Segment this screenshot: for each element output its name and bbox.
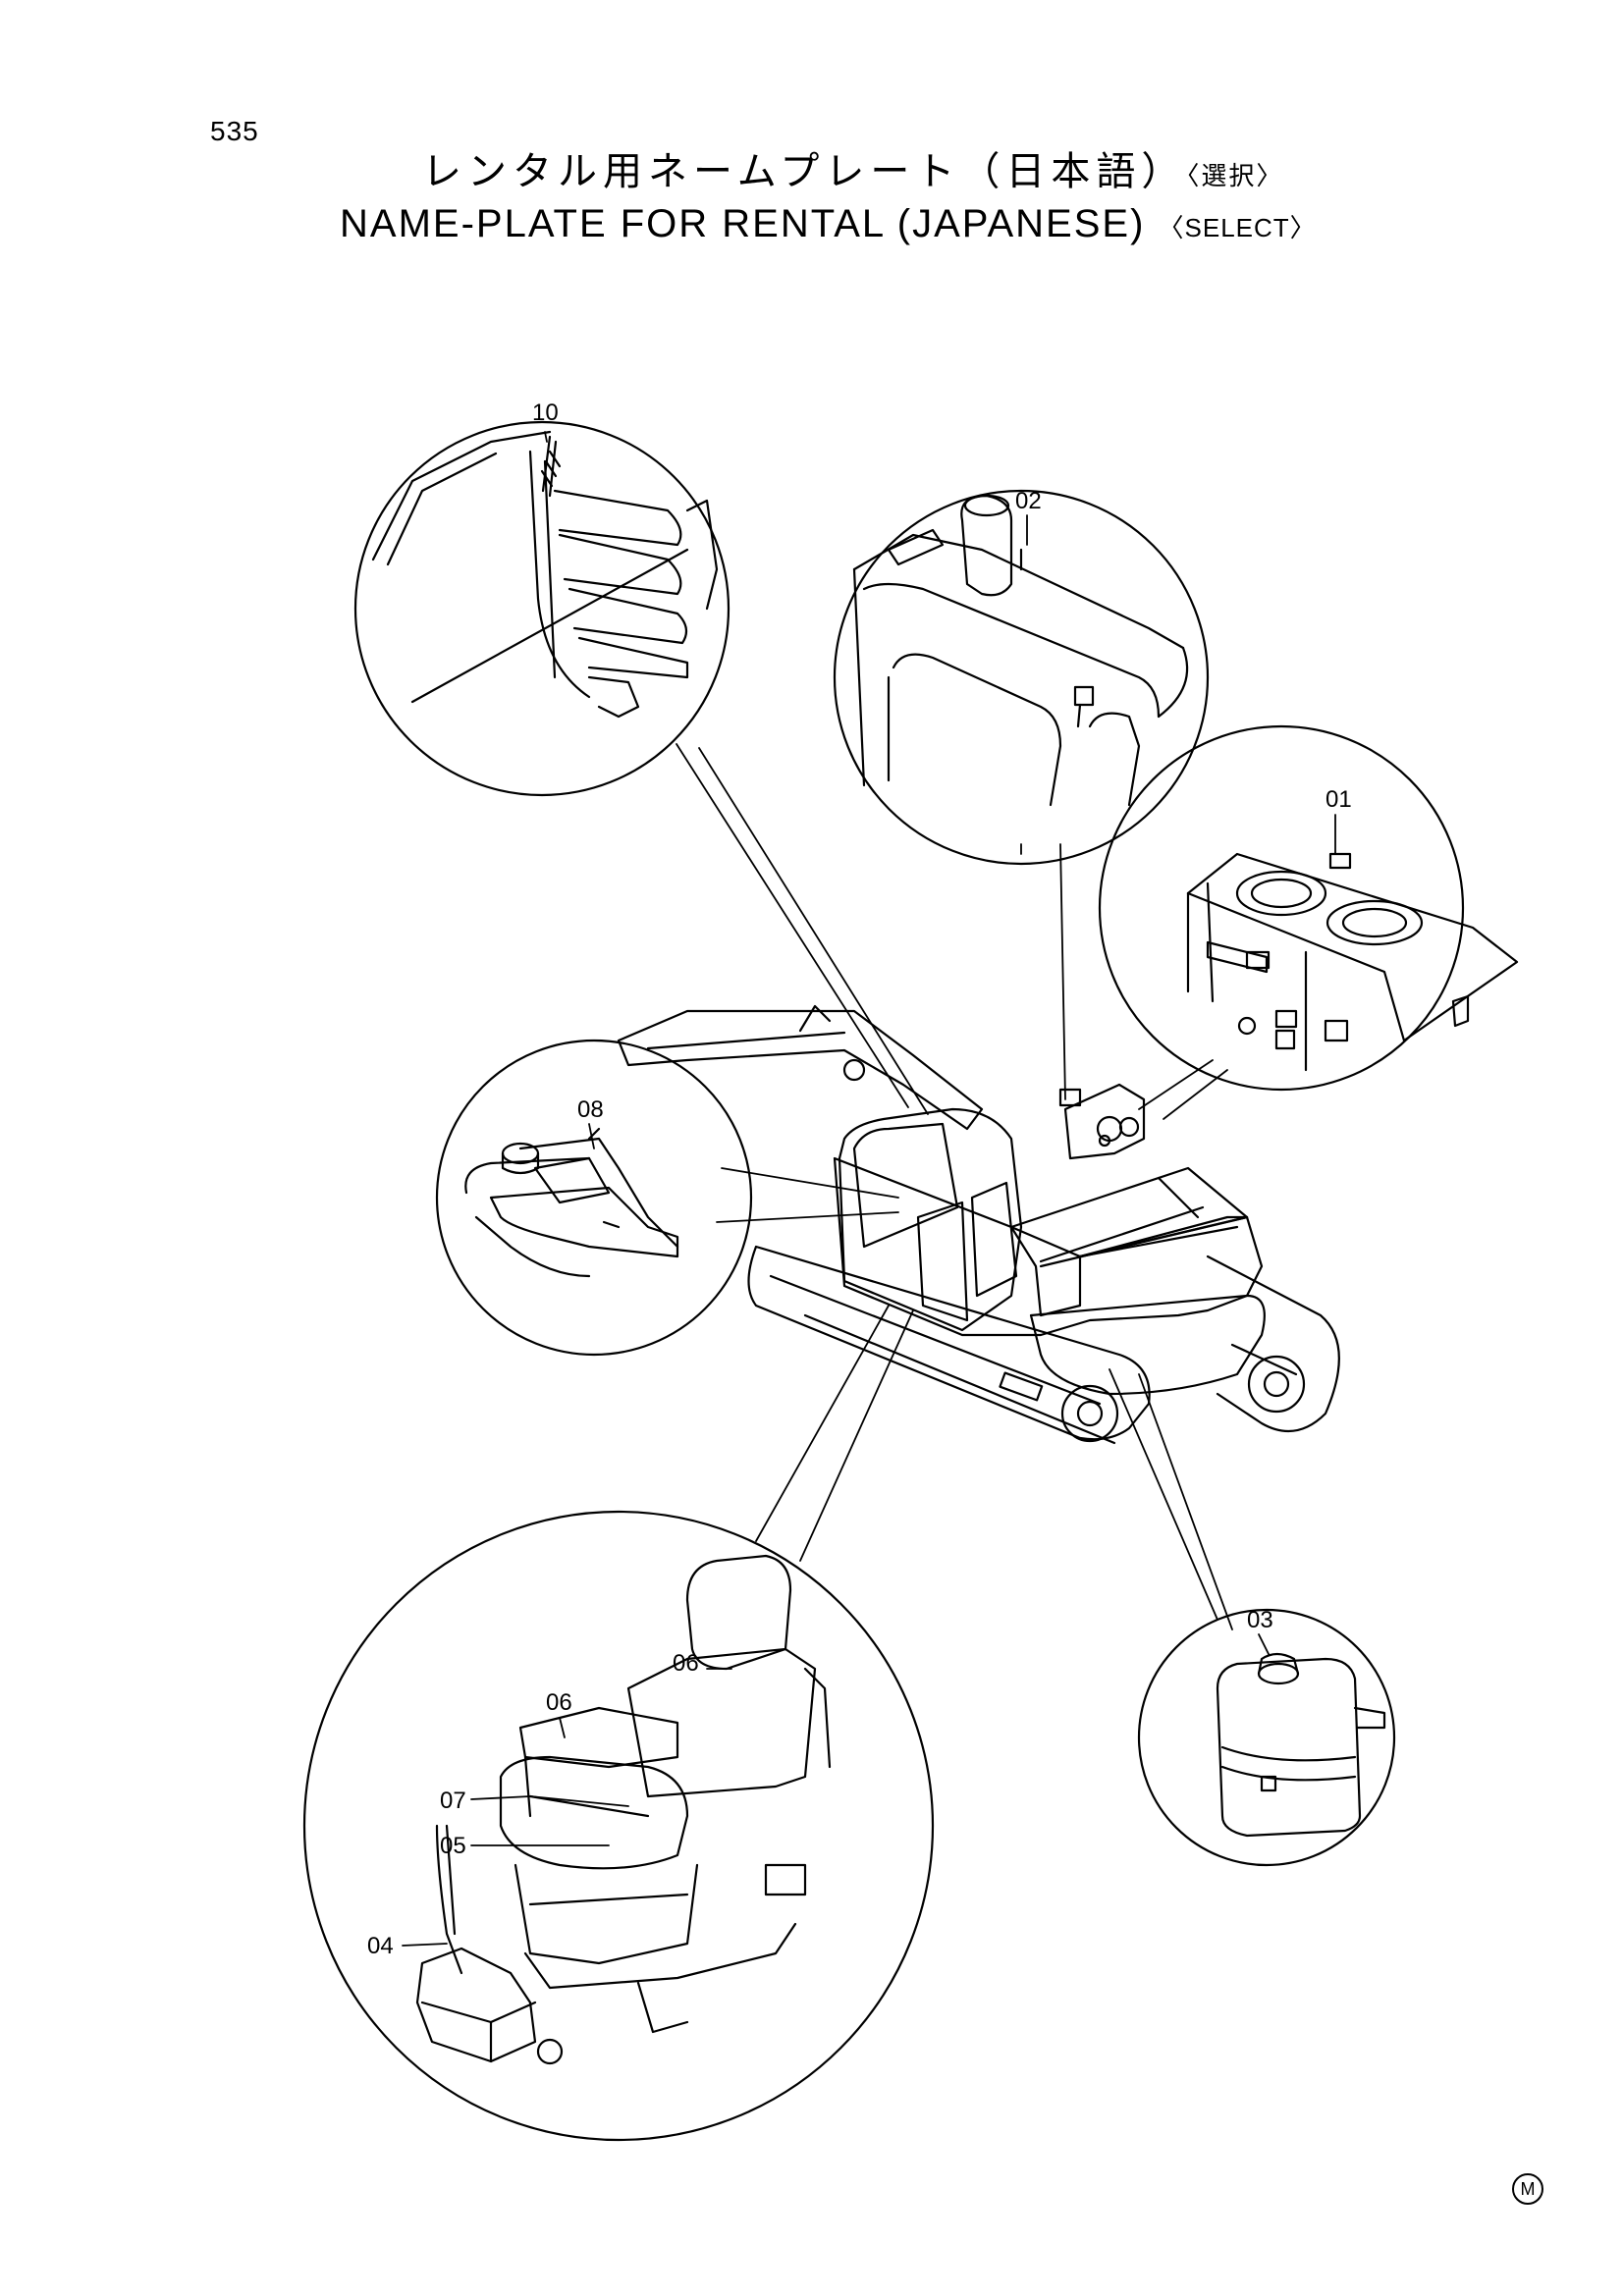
callout-04: 04	[367, 1933, 394, 1959]
callout-01: 01	[1325, 786, 1352, 813]
callout-07: 07	[440, 1788, 466, 1814]
callout-08: 08	[577, 1096, 604, 1123]
detail-circle-02	[833, 489, 1210, 866]
detail-circle-08	[435, 1039, 753, 1357]
callout-03: 03	[1247, 1607, 1273, 1633]
detail-circle-03	[1137, 1608, 1396, 1867]
title-japanese-select: 〈選択〉	[1186, 161, 1284, 190]
callout-06-left: 06	[546, 1689, 572, 1716]
title-japanese: レンタル用ネームプレート（日本語）〈選択〉	[422, 139, 1283, 196]
page-number: 535	[210, 116, 259, 146]
title-english-select: 〈SELECT〉	[1158, 213, 1317, 242]
callout-labels: 10 02 01 08 03 06 06 07 05 04	[367, 400, 1352, 1959]
callout-10: 10	[532, 400, 559, 426]
detail-circle-10	[353, 420, 730, 797]
title-japanese-text: レンタル用ネームプレート（日本語）	[422, 150, 1187, 193]
detail-circle-01	[1098, 724, 1519, 1092]
leader-lines	[402, 431, 1336, 1947]
excavator-drawing	[617, 1004, 1340, 1445]
title-english: NAME-PLATE FOR RENTAL (JAPANESE) 〈SELECT…	[340, 202, 1317, 246]
detail-circle-seat	[302, 1510, 935, 2142]
callout-05: 05	[440, 1833, 466, 1859]
title-english-text: NAME-PLATE FOR RENTAL (JAPANESE)	[340, 202, 1146, 245]
m-mark: M	[1512, 2173, 1543, 2205]
callout-06-right: 06	[673, 1650, 699, 1677]
callout-02: 02	[1015, 488, 1042, 514]
